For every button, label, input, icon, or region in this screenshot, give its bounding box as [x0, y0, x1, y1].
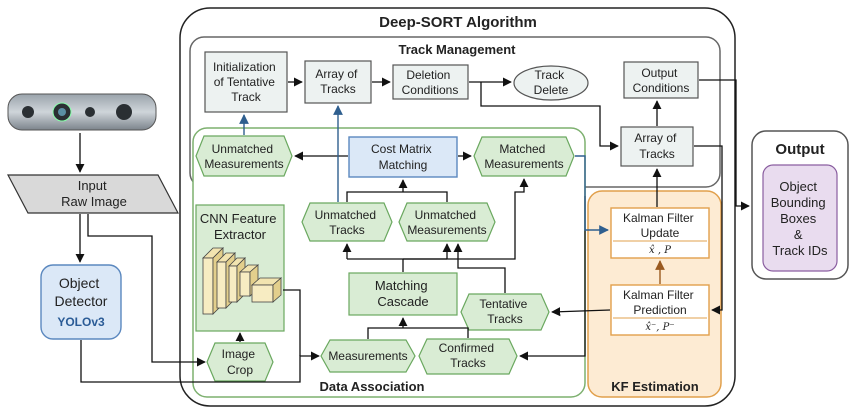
output-conditions-label: Output Conditions: [633, 66, 690, 95]
cost-matrix-matching-label: Cost Matrix Matching: [371, 142, 435, 172]
input-raw-image-box: [7, 174, 179, 214]
tentative-tracks-label: Tentative Tracks: [479, 297, 530, 326]
matching-cascade-label: Matching Cascade: [375, 278, 431, 309]
measurements-label: Measurements: [328, 349, 407, 363]
cnn-feature-extractor-label: CNN Feature Extractor: [200, 211, 280, 242]
kf-estimation-title: KF Estimation: [611, 379, 698, 394]
confirmed-tracks-label: Confirmed Tracks: [439, 341, 498, 370]
image-crop-node: [206, 342, 274, 382]
track-delete-ellipse: [513, 65, 589, 101]
array-of-tracks-box: [304, 60, 372, 104]
depth-camera-icon: [7, 93, 157, 131]
kf-update-label: Kalman Filter Update: [623, 211, 697, 240]
unmatched-measurements-top-node: [195, 135, 293, 177]
init-tentative-label: Initialization of Tentative Track: [213, 60, 279, 104]
unmatched-tracks-node: [301, 202, 393, 242]
kf-prediction-label: Kalman Filter Prediction: [623, 288, 697, 317]
array-of-tracks-label: Array of Tracks: [315, 67, 360, 96]
output-title: Output: [775, 141, 824, 158]
array-of-tracks-2-label: Array of Tracks: [634, 131, 679, 161]
matching-cascade-box: [348, 272, 458, 316]
deletion-conditions-box: [392, 64, 469, 100]
kf-update-box: [610, 207, 710, 259]
unmatched-tracks-label: Unmatched Tracks: [315, 208, 380, 237]
deep-sort-title: Deep-SORT Algorithm: [379, 14, 537, 31]
tentative-tracks-node: [460, 293, 550, 331]
kf-prediction-box: [610, 284, 710, 336]
matched-measurements-label: Matched Measurements: [484, 142, 563, 171]
object-detector-label: Object Detector: [55, 275, 108, 309]
blue-connectors: [239, 105, 609, 235]
cost-matrix-matching-box: [348, 136, 458, 178]
input-raw-image-label: Input Raw Image: [61, 178, 127, 209]
confirmed-tracks-node: [418, 338, 518, 375]
output-inner-box: [762, 164, 838, 272]
output-label: Object Bounding Boxes & Track IDs: [771, 179, 830, 258]
unmatched-measurements-top-label: Unmatched Measurements: [204, 142, 283, 171]
kf-prediction-math: x̂⁻, P⁻: [645, 322, 674, 333]
unmatched-measurements-mid-label: Unmatched Measurements: [407, 208, 486, 237]
deletion-conditions-label: Deletion Conditions: [402, 68, 459, 97]
unmatched-measurements-mid-node: [398, 202, 496, 242]
data-association-title: Data Association: [320, 379, 425, 394]
track-delete-label: Track Delete: [534, 68, 569, 97]
matched-measurements-node: [473, 136, 575, 177]
track-management-title: Track Management: [398, 42, 516, 57]
image-crop-label: Image Crop: [222, 347, 259, 377]
output-conditions-box: [623, 61, 699, 99]
cnn-layers-icon: [202, 247, 283, 315]
array-of-tracks-2-box: [620, 126, 694, 167]
yolo-label: YOLOv3: [57, 315, 105, 329]
kf-update-math: x̂ , P: [649, 245, 671, 256]
init-tentative-track-box: [204, 51, 288, 113]
connectors: [75, 77, 750, 383]
object-detector-box: [40, 264, 122, 340]
measurements-node: [320, 339, 416, 373]
